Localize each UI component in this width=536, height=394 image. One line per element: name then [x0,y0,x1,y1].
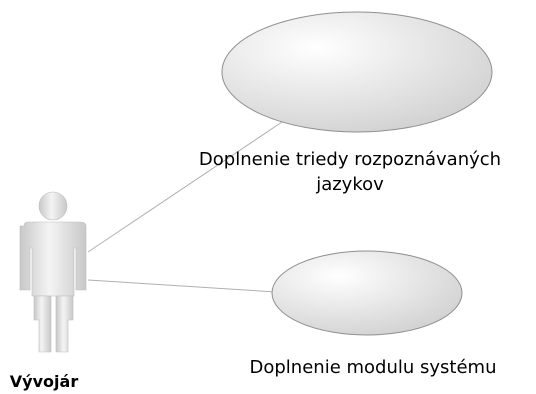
association-line-2 [87,279,277,293]
actor-name: Vývojár [10,372,79,391]
actor-left-leg [33,295,52,353]
actor[interactable]: Vývojár [10,191,87,391]
actor-head [38,191,68,221]
use-case-label: Doplnenie modulu systému [250,357,497,378]
use-case-2[interactable]: Doplnenie modulu systému [250,250,497,378]
use-case-ellipse [271,250,463,336]
use-case-1[interactable]: Doplnenie triedy rozpoznávaných jazykov [199,11,501,195]
actor-body [19,221,87,297]
use-case-ellipse [221,11,493,133]
actor-right-leg [55,295,74,353]
actor-figure-icon [19,191,87,353]
association-line-1 [87,121,283,253]
use-case-label-line-1: Doplnenie triedy rozpoznávaných [199,149,501,170]
use-case-label-line-2: jazykov [315,174,384,195]
